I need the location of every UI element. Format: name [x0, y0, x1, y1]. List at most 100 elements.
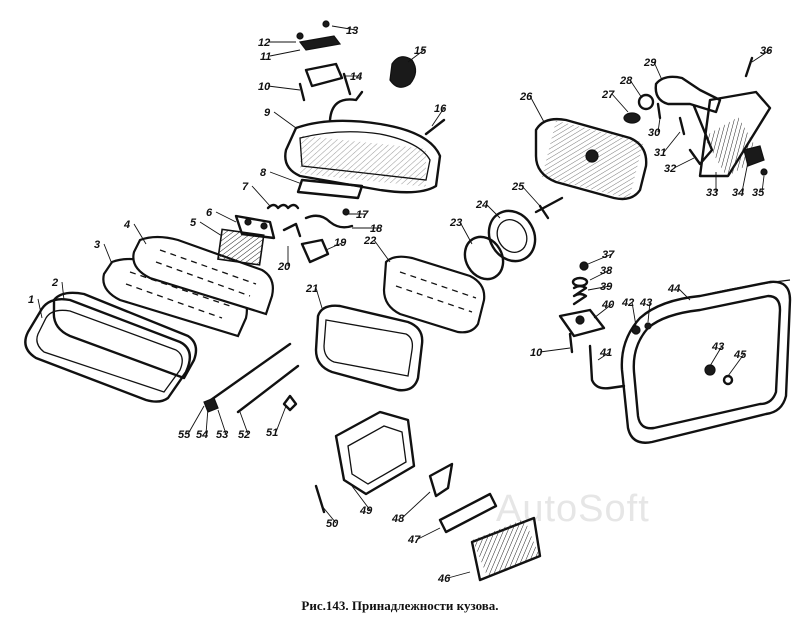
ashtray-assembly: [334, 410, 542, 582]
leader-line: [187, 405, 205, 435]
mirror-glass-22: [382, 255, 486, 334]
mirror-frame-21: [314, 304, 424, 392]
callout-number: 20: [277, 261, 291, 273]
callout-number: 21: [305, 283, 318, 295]
callout-number: 34: [732, 187, 744, 199]
callout-number: 44: [667, 283, 680, 295]
callout-number: 9: [264, 107, 271, 119]
callout-number: 25: [511, 181, 525, 193]
callout-number: 50: [326, 518, 339, 530]
leader-line: [677, 287, 691, 301]
callout-number: 47: [407, 534, 421, 546]
leader-line: [459, 221, 473, 245]
leader-line: [741, 161, 749, 193]
leader-line: [597, 351, 611, 361]
spring-7: [266, 203, 300, 210]
callout-number: 19: [334, 237, 347, 249]
callout-number: 51: [266, 427, 278, 439]
callout-number: 2: [51, 277, 58, 289]
stand-assembly: [558, 261, 626, 390]
rear-view-mirror: [284, 90, 442, 194]
outside-mirror-26: [534, 117, 648, 201]
mirror-housing-24: [487, 209, 537, 263]
leader-line: [593, 303, 613, 319]
small-fittings: [282, 208, 354, 264]
callout-number: 10: [258, 81, 271, 93]
callout-number: 31: [654, 147, 666, 159]
leader-line: [657, 117, 661, 133]
callout-number: 16: [434, 103, 447, 115]
callout-number: 28: [619, 75, 633, 87]
screw-16: [424, 118, 446, 136]
leader-line: [587, 253, 613, 265]
mirror-bracket-33: [698, 90, 772, 178]
leader-line: [761, 175, 765, 193]
bolt-25: [534, 196, 564, 220]
gasket-23: [463, 235, 505, 281]
leader-line: [351, 485, 371, 511]
leader-line: [401, 491, 431, 519]
mirror-arm-assembly: [623, 75, 722, 166]
callout-number: 30: [648, 127, 661, 139]
mounting-plate-8: [296, 178, 364, 200]
callout-number: 48: [391, 513, 405, 525]
leader-line: [431, 107, 445, 127]
leader-line: [417, 527, 441, 540]
leader-line: [205, 407, 209, 435]
callout-number: 26: [519, 91, 533, 103]
leader-line: [273, 111, 297, 129]
callout-number: 37: [602, 249, 615, 261]
leader-line: [321, 505, 337, 524]
callout-number: 13: [346, 25, 358, 37]
leader-line: [267, 85, 301, 91]
callout-number: 1: [28, 294, 34, 306]
leader-line: [407, 49, 425, 63]
leader-line: [647, 301, 651, 323]
leader-line: [199, 221, 223, 237]
leader-line: [269, 171, 303, 185]
callout-number: 24: [475, 199, 488, 211]
leader-line: [61, 281, 65, 301]
callout-number: 52: [238, 429, 250, 441]
leader-line: [529, 95, 545, 123]
callout-number: 29: [643, 57, 657, 69]
lamp-lens-4: [132, 235, 274, 316]
leader-line: [727, 353, 745, 377]
leader-line: [133, 223, 147, 245]
leader-line: [217, 409, 227, 435]
callout-number: 22: [363, 235, 376, 247]
leader-line: [631, 301, 637, 327]
leader-line: [587, 285, 611, 291]
leader-line: [373, 239, 391, 263]
leader-line: [325, 241, 345, 251]
mirror-mount-parts: [296, 20, 352, 102]
callout-number: 17: [356, 209, 369, 221]
callout-number: 36: [760, 45, 773, 57]
callout-number: 8: [260, 167, 267, 179]
callout-number: 40: [601, 299, 615, 311]
callout-number: 11: [260, 51, 271, 63]
lamp-bracket: [217, 214, 276, 266]
callout-number: 54: [196, 429, 208, 441]
leader-line: [709, 345, 723, 367]
leader-line: [215, 211, 237, 223]
callout-number: 14: [350, 71, 362, 83]
callout-number: 43: [639, 297, 652, 309]
callout-number: 42: [621, 297, 634, 309]
leader-line: [539, 347, 571, 353]
callout-number: 38: [600, 265, 613, 277]
callout-number: 33: [706, 187, 718, 199]
lamp-rim-inner: [52, 291, 198, 380]
trim-parts: [203, 342, 326, 514]
leader-line: [751, 49, 771, 63]
callout-number: 55: [178, 429, 191, 441]
leader-line: [521, 185, 541, 207]
screw-36: [744, 56, 754, 78]
callout-number: 6: [206, 207, 213, 219]
leader-line: [251, 185, 271, 207]
leader-line: [239, 411, 249, 435]
callout-number: 39: [600, 281, 613, 293]
leader-line: [447, 571, 471, 579]
leader-line: [331, 25, 357, 31]
